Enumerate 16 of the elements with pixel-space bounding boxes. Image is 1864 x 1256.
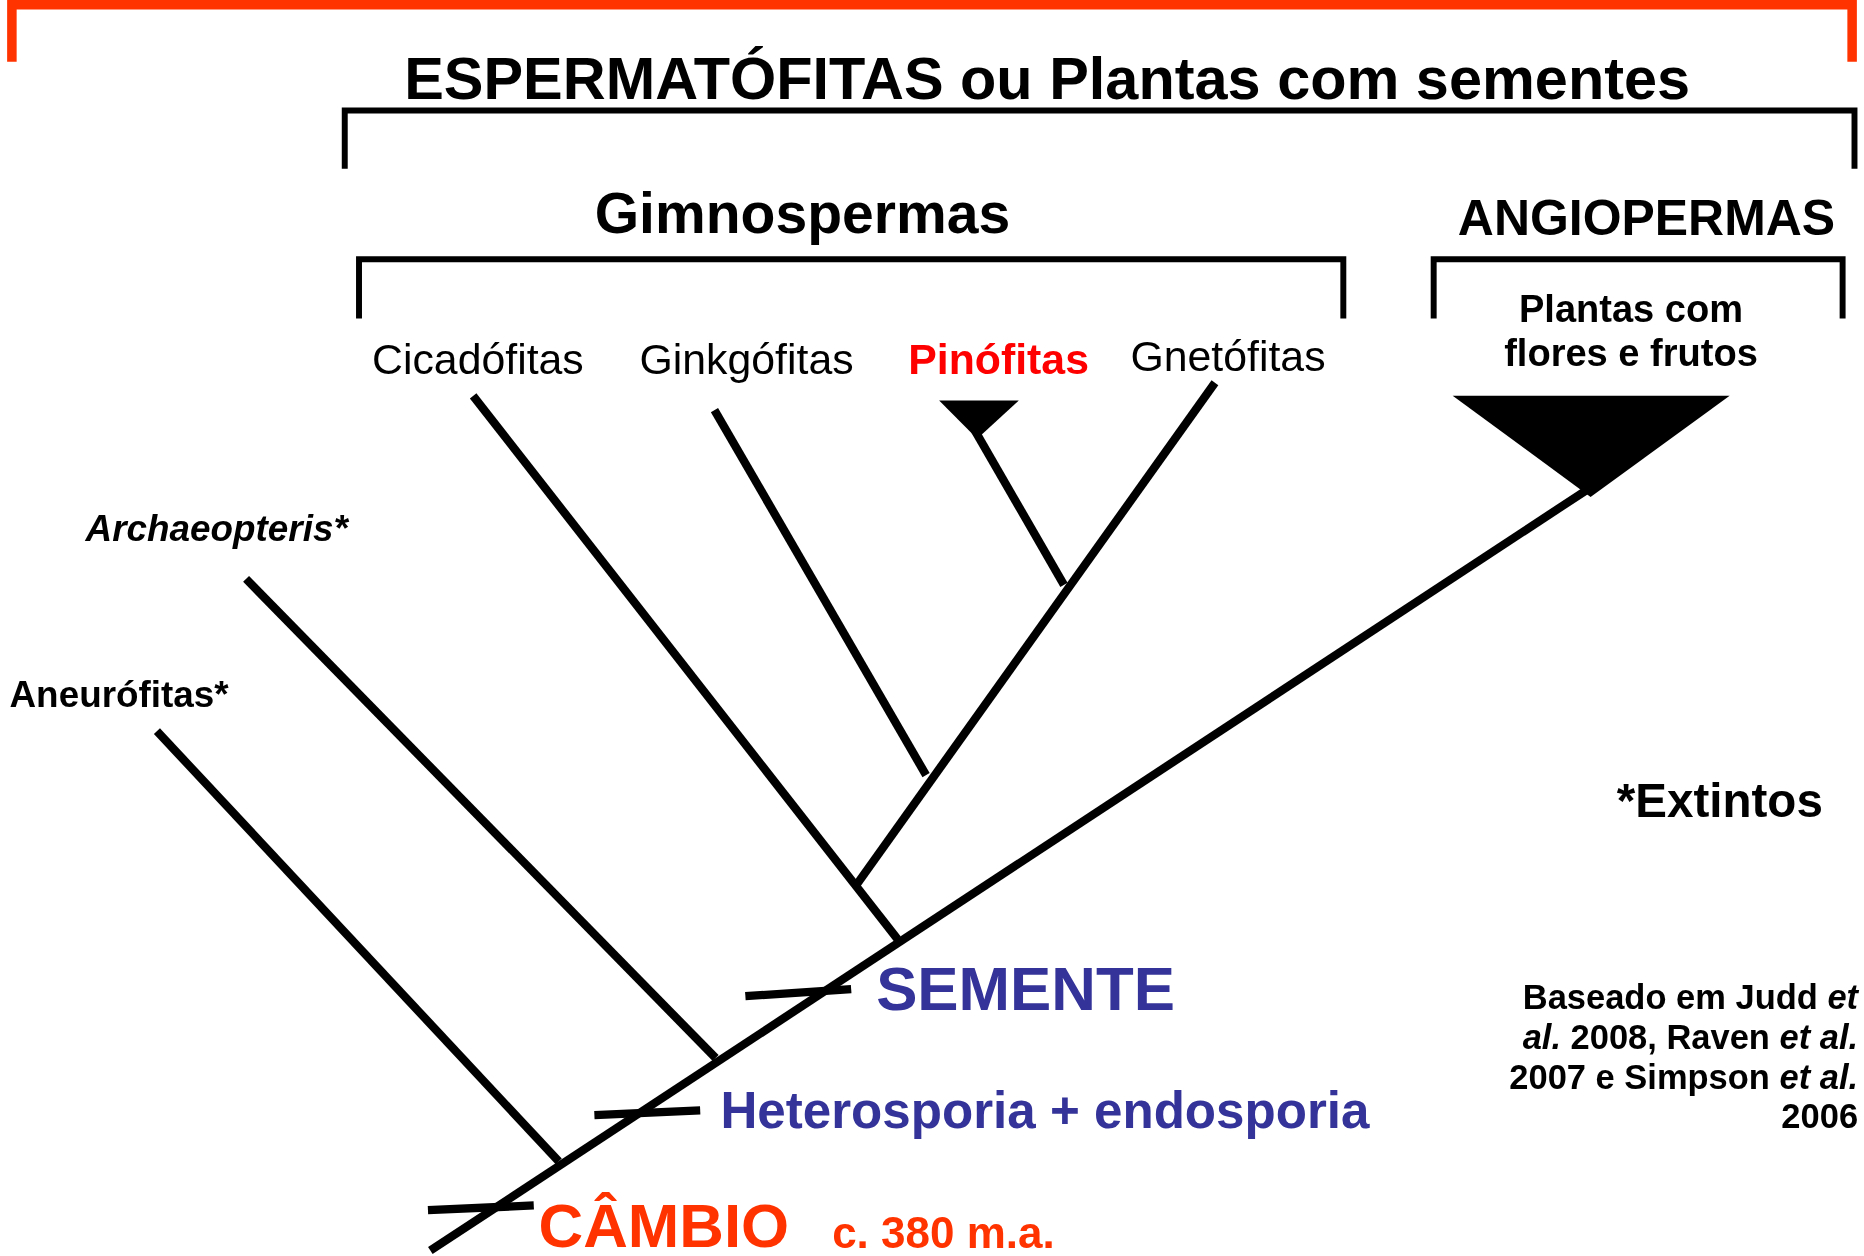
taxon-label: Pinófitas — [908, 335, 1089, 385]
taxon-label: Aneurófitas* — [9, 674, 229, 717]
taxon-label: Archaeopteris* — [85, 507, 348, 550]
legend-note: *Extintos — [1616, 772, 1823, 828]
taxon-label: Gnetófitas — [1130, 331, 1326, 381]
source-note: Baseado em Judd et al. 2008, Raven et al. 2007 e Simpson et al. 2006 — [1508, 978, 1859, 1137]
group-label: Gimnospermas — [594, 180, 1011, 247]
character-label: Heterosporia + endosporia — [720, 1081, 1370, 1141]
group-label: ANGIOPERMAS — [1457, 190, 1836, 248]
age-label: c. 380 m.a. — [832, 1209, 1055, 1256]
title: ESPERMATÓFITAS ou Plantas com sementes — [404, 45, 1691, 114]
taxon-label: Cicadófitas — [372, 335, 584, 385]
character-label: SEMENTE — [876, 954, 1175, 1026]
character-label: CÂMBIO — [538, 1191, 790, 1256]
taxon-label: Ginkgófitas — [639, 335, 854, 385]
group-description: Plantas com flores e frutos — [1503, 287, 1759, 376]
